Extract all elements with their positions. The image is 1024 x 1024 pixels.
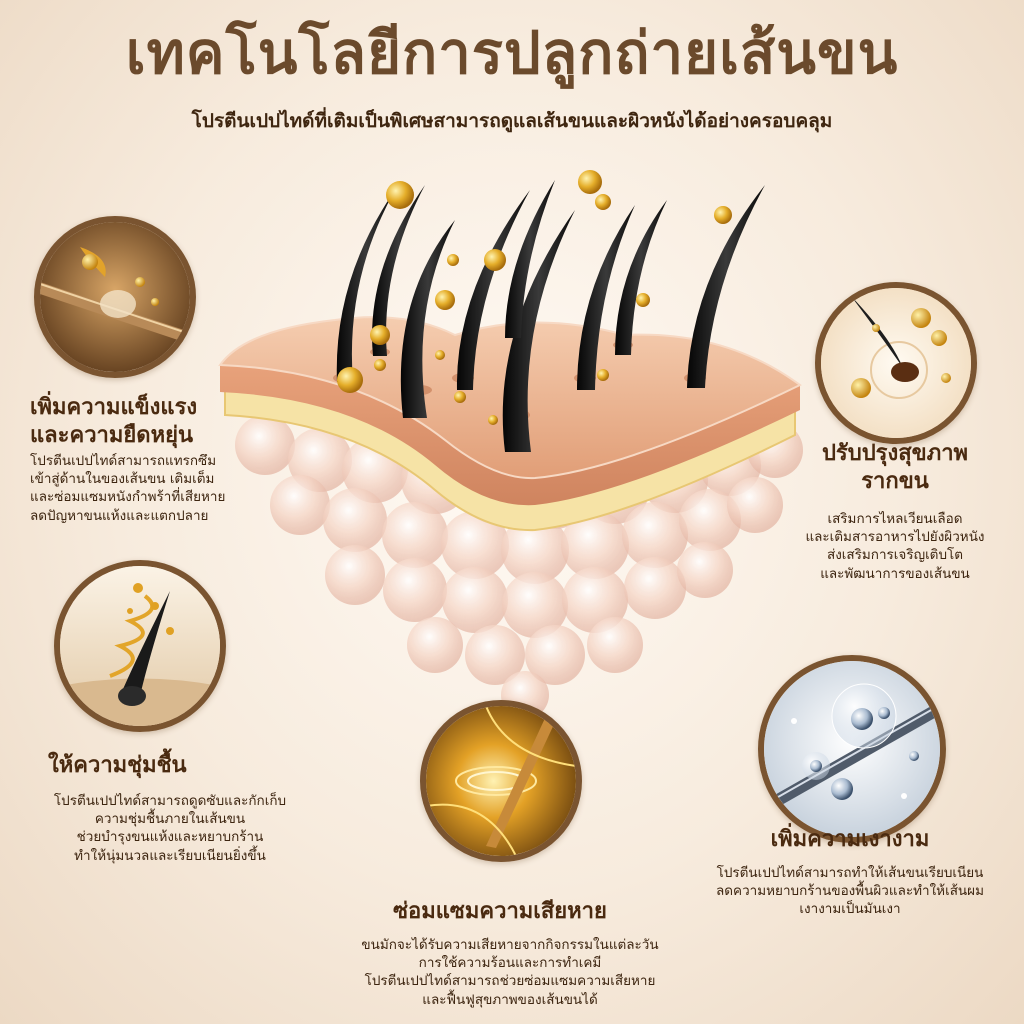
repair-heading: ซ่อมแซมความเสียหาย — [350, 898, 650, 926]
roots-heading-line: รากขน — [861, 468, 929, 494]
skin-slab-side — [220, 365, 800, 506]
strength-heading-line: เพิ่มความแข็งแรง — [30, 395, 198, 420]
moisture-heading: ให้ความชุ่มชื้น — [48, 752, 308, 780]
strength-description: โปรตีนเปปไทด์สามารถแทรกซึม เข้าสู่ด้านใน… — [30, 452, 330, 525]
moisture-heading-line: ให้ความชุ่มชื้น — [48, 753, 187, 778]
moisture-text-line: ทำให้นุ่มนวลและเรียบเนียนยิ่งขึ้น — [74, 847, 266, 864]
hair-moisture-icon — [60, 566, 220, 726]
repair-description: ขนมักจะได้รับความเสียหายจากกิจกรรมในแต่ล… — [320, 936, 700, 1009]
moisture-text-line: โปรตีนเปปไทด์สามารถดูดซับและกักเก็บ — [53, 793, 287, 809]
strength-text-line: และซ่อมแซมหนังกำพร้าที่เสียหาย — [30, 489, 226, 506]
moisture-image — [54, 560, 226, 732]
strength-heading-line: และความยืดหยุ่น — [30, 422, 194, 448]
hair-root-nutrient-icon — [821, 288, 971, 438]
repair-text-line: และฟื้นฟูสุขภาพของเส้นขนได้ — [422, 991, 598, 1008]
strength-text-line: โปรตีนเปปไทด์สามารถแทรกซึม — [30, 453, 217, 469]
strength-heading: เพิ่มความแข็งแรง และความยืดหยุ่น — [30, 394, 290, 449]
roots-text-line: และเติมสารอาหารไปยังผิวหนัง — [805, 529, 985, 546]
shine-heading-line: เพิ่มความเงางาม — [770, 827, 930, 852]
skin-layer-hair-follicle-illustration — [205, 160, 825, 720]
shine-text-line: ลดความหยาบกร้านของพื้นผิวและทำให้เส้นผม — [716, 883, 984, 900]
moisture-text-line: ความชุ่มชื้นภายในเส้นขน — [94, 811, 246, 828]
strength-image — [34, 216, 196, 378]
hair-strands — [336, 180, 765, 452]
roots-text-line: และพัฒนาการของเส้นขน — [820, 565, 970, 582]
roots-image — [815, 282, 977, 444]
roots-heading-line: ปรับปรุงสุขภาพ — [821, 441, 969, 466]
repair-text-line: การใช้ความร้อนและการทำเคมี — [418, 955, 602, 972]
shine-text-line: โปรตีนเปปไทด์สามารถทำให้เส้นขนเรียบเนียน — [716, 865, 984, 881]
page-title: เทคโนโลยีการปลูกถ่ายเส้นขน — [125, 19, 899, 87]
repair-heading-line: ซ่อมแซมความเสียหาย — [393, 899, 607, 924]
shine-text-line: เงางามเป็นมันเงา — [799, 901, 901, 918]
roots-text-line: เสริมการไหลเวียนเลือด — [827, 511, 963, 527]
roots-heading: ปรับปรุงสุขภาพ รากขน — [770, 440, 1020, 495]
shine-description: โปรตีนเปปไทด์สามารถทำให้เส้นขนเรียบเนียน… — [690, 864, 1010, 919]
roots-text-line: ส่งเสริมการเจริญเติบโต — [826, 547, 964, 564]
hair-shine-molecule-icon — [764, 661, 940, 837]
gold-nutrient-droplets — [337, 170, 732, 425]
roots-description: เสริมการไหลเวียนเลือด และเติมสารอาหารไปย… — [770, 510, 1020, 583]
skin-illustration-icon — [218, 170, 803, 719]
moisture-description: โปรตีนเปปไทด์สามารถดูดซับและกักเก็บ ความ… — [20, 792, 320, 865]
repair-text-line: ขนมักจะได้รับความเสียหายจากกิจกรรมในแต่ล… — [361, 937, 659, 953]
repair-image — [420, 700, 582, 862]
page-subtitle: โปรตีนเปปไทด์ที่เติมเป็นพิเศษสามารถดูแลเ… — [191, 110, 833, 132]
hair-glow-repair-icon — [426, 706, 576, 856]
strength-text-line: เข้าสู่ด้านในของเส้นขน เติมเต็ม — [30, 471, 215, 488]
shine-image — [758, 655, 946, 843]
strength-text-line: ลดปัญหาขนแห้งและแตกปลาย — [30, 507, 209, 524]
shine-heading: เพิ่มความเงางาม — [710, 826, 990, 854]
moisture-text-line: ช่วยบำรุงขนแห้งและหยาบกร้าน — [76, 829, 264, 846]
hair-strand-repair-icon — [40, 222, 190, 372]
repair-text-line: โปรตีนเปปไทด์สามารถช่วยซ่อมแซมความเสียหา… — [364, 973, 656, 990]
